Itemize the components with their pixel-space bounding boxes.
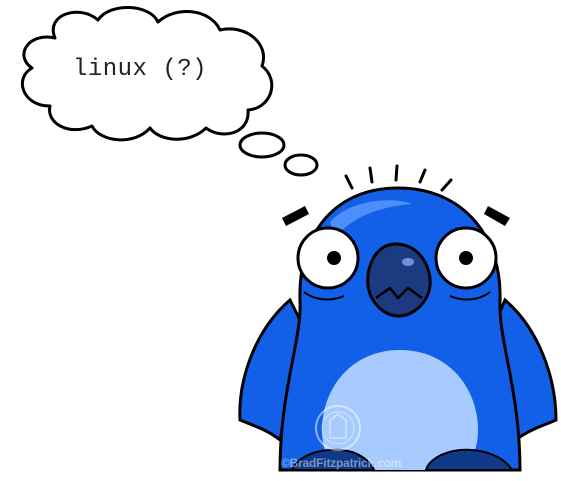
left-eyebrow — [282, 206, 309, 226]
thought-dot-large — [238, 131, 286, 159]
head-spikes — [344, 164, 453, 192]
penguin-beak — [366, 242, 432, 318]
left-foot — [290, 448, 376, 471]
left-eye — [296, 226, 360, 290]
right-eyebrow — [484, 206, 510, 226]
penguin-belly — [322, 350, 478, 470]
beak-shine — [402, 258, 414, 266]
body-highlight — [330, 200, 412, 238]
watermark-seal-icon — [315, 405, 361, 451]
watermark-text: ©BradFitzpatrick.com — [281, 456, 402, 470]
left-cheek — [303, 291, 345, 301]
right-eye — [434, 226, 498, 290]
thought-bubble — [20, 6, 319, 177]
thought-dot-small — [283, 153, 319, 177]
penguin — [238, 164, 558, 472]
beak-mouth — [375, 286, 423, 300]
thought-cloud — [20, 6, 274, 142]
right-foot — [424, 448, 514, 471]
thought-bubble-text: linux (?) — [72, 56, 208, 83]
right-cheek — [449, 291, 491, 301]
